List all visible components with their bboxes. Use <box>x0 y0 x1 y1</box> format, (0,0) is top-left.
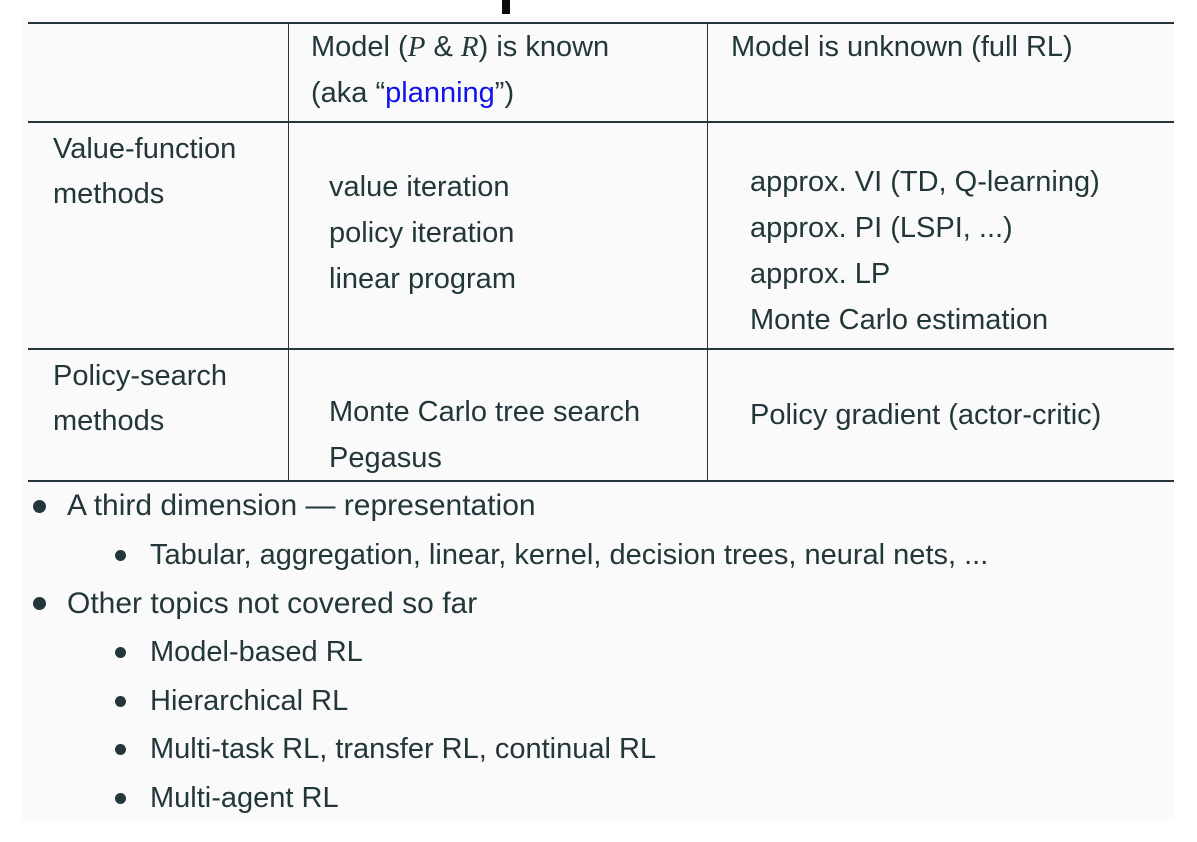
row-label-policy-search: Policy-search methods <box>53 360 228 437</box>
cell-vf-unknown: approx. VI (TD, Q-learning) approx. PI (… <box>707 123 1174 350</box>
methods-table: Model (P & R) is known (aka “planning”) … <box>28 22 1174 482</box>
bullet-item: Multi-agent RL <box>22 774 1175 823</box>
bullet-icon <box>33 499 46 513</box>
bullet-text: Multi-agent RL <box>150 781 339 814</box>
cropped-title-descender <box>502 0 510 14</box>
bullet-icon <box>115 744 126 756</box>
bullet-item: Tabular, aggregation, linear, kernel, de… <box>22 531 1175 580</box>
bullet-text: Model-based RL <box>150 635 363 668</box>
math-symbol-r: R <box>460 31 479 63</box>
bullet-icon <box>115 646 126 658</box>
bullet-text: Hierarchical RL <box>150 684 349 717</box>
bullet-item: A third dimension — representation <box>22 482 1175 531</box>
bullet-item: Model-based RL <box>22 628 1175 677</box>
bullet-text: A third dimension — representation <box>67 489 536 523</box>
bullet-item: Other topics not covered so far <box>22 579 1175 628</box>
bullet-list: A third dimension — representation Tabul… <box>22 482 1175 823</box>
slide: Model (P & R) is known (aka “planning”) … <box>22 17 1175 820</box>
table-header-model-known: Model (P & R) is known (aka “planning”) <box>288 24 707 123</box>
table-cell-line: approx. VI (TD, Q-learning) <box>750 166 1100 198</box>
math-symbol-p: P <box>407 31 426 63</box>
header-known-line1: Model (P & R) is known <box>311 24 707 70</box>
table-cell-line: Monte Carlo estimation <box>750 304 1049 336</box>
cell-ps-known: Monte Carlo tree search Pegasus <box>288 350 707 480</box>
table-cell-line: Pegasus <box>329 442 442 474</box>
bullet-text: Multi-task RL, transfer RL, continual RL <box>150 733 657 766</box>
header-known-ampersand: & <box>425 31 461 63</box>
header-aka-prefix: (aka “ <box>311 77 386 109</box>
table-cell-line: policy iteration <box>329 217 515 249</box>
bullet-text: Tabular, aggregation, linear, kernel, de… <box>150 538 989 571</box>
table-cell-line: Policy gradient (actor-critic) <box>750 399 1102 431</box>
table-cell-line: value iteration <box>329 171 510 203</box>
table-header-model-unknown: Model is unknown (full RL) <box>707 24 1174 123</box>
bullet-icon <box>115 792 126 804</box>
row-label-value-function: Value-function methods <box>28 123 288 350</box>
table-cell-line: approx. PI (LSPI, ...) <box>750 212 1013 244</box>
table-cell-line: Monte Carlo tree search <box>329 396 641 428</box>
header-known-line2: (aka “planning”) <box>311 70 707 116</box>
header-aka-suffix: ”) <box>494 77 515 109</box>
table-corner-cell <box>28 24 288 123</box>
bullet-icon <box>115 549 126 561</box>
table-cell-line: approx. LP <box>750 258 891 290</box>
bullet-icon <box>33 597 46 611</box>
bullet-item: Multi-task RL, transfer RL, continual RL <box>22 725 1175 774</box>
table-cell-line: linear program <box>329 263 516 295</box>
cell-vf-known: value iteration policy iteration linear … <box>288 123 707 350</box>
bullet-text: Other topics not covered so far <box>67 586 478 620</box>
cell-ps-unknown: Policy gradient (actor-critic) <box>707 350 1174 480</box>
header-known-suffix: ) is known <box>478 31 610 63</box>
bullet-item: Hierarchical RL <box>22 677 1175 726</box>
planning-link[interactable]: planning <box>385 77 495 109</box>
bullet-icon <box>115 695 126 707</box>
header-known-text: Model ( <box>311 31 408 63</box>
